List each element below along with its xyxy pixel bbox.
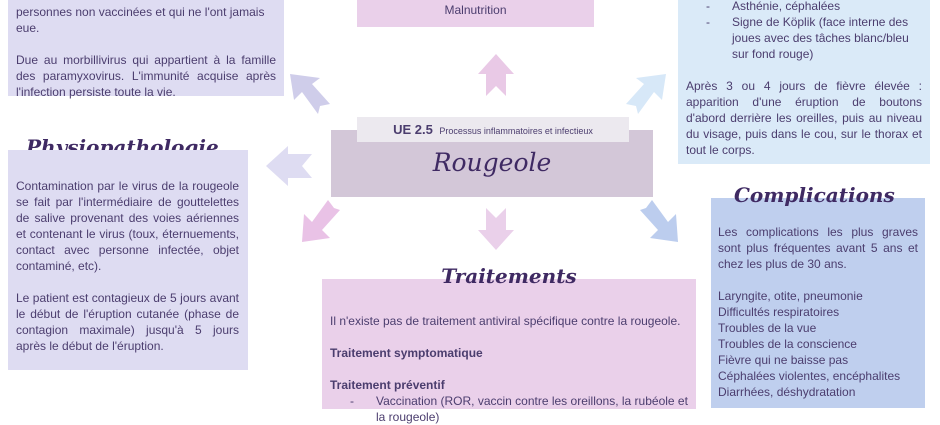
complication-item: Fièvre qui ne baisse pas [718, 353, 849, 367]
symptoms-list: Asthénie, céphalées Signe de Köplik (fac… [704, 0, 922, 62]
arrow-down-left-icon [302, 200, 340, 242]
symptoms-box: Asthénie, céphalées Signe de Köplik (fac… [678, 0, 930, 164]
traitement-symptomatique-heading: Traitement symptomatique [330, 346, 483, 360]
arrow-down-right-icon [640, 200, 678, 242]
physio-box: Contamination par le virus de la rougeol… [8, 150, 248, 370]
physio-paragraph-2: Le patient est contagieux de 5 jours ava… [16, 291, 239, 353]
ue-code: UE 2.5 [393, 122, 433, 137]
eruption-paragraph: Après 3 ou 4 jours de fièvre élevée : ap… [686, 79, 922, 157]
arrow-down-icon [478, 208, 514, 250]
symptom-item: Signe de Köplik (face interne des joues … [704, 14, 922, 62]
arrow-up-left-icon [290, 74, 330, 114]
complication-item: Céphalées violentes, encéphalites [718, 369, 901, 383]
causes-line-2: eue. [16, 21, 40, 35]
traitement-preventif-heading: Traitement préventif [330, 378, 445, 392]
ue-banner: UE 2.5 Processus inflammatoires et infec… [357, 117, 629, 142]
symptom-item: Asthénie, céphalées [704, 0, 922, 14]
complication-item: Diarrhées, déshydratation [718, 385, 856, 399]
complications-box: Les complications les plus graves sont p… [711, 198, 925, 408]
complication-item: Troubles de la vue [718, 321, 817, 335]
causes-box: personnes non vaccinées et qui ne l'ont … [8, 0, 284, 99]
complications-intro: Les complications les plus graves sont p… [718, 225, 918, 271]
ue-title: Processus inflammatoires et infectieux [439, 126, 593, 136]
malnutrition-text: Malnutrition [444, 3, 507, 17]
traitements-intro: Il n'existe pas de traitement antiviral … [330, 314, 681, 328]
complication-item: Difficultés respiratoires [718, 305, 840, 319]
preventif-list: Vaccination (ROR, vaccin contre les orei… [348, 393, 688, 425]
risk-factors-box: Malnutrition [357, 0, 594, 27]
complication-item: Laryngite, otite, pneumonie [718, 289, 863, 303]
disease-title: Rougeole [432, 148, 552, 177]
physio-paragraph-1: Contamination par le virus de la rougeol… [16, 179, 239, 273]
causes-paragraph: Due au morbillivirus qui appartient à la… [16, 53, 276, 99]
preventif-item: Vaccination (ROR, vaccin contre les orei… [348, 393, 688, 425]
arrow-up-icon [478, 54, 514, 96]
traitements-box: Il n'existe pas de traitement antiviral … [322, 279, 696, 424]
complications-list: Laryngite, otite, pneumonie Difficultés … [718, 288, 918, 400]
traitements-title: Traitements [441, 264, 577, 288]
causes-line-1: personnes non vaccinées et qui ne l'ont … [16, 5, 265, 19]
complication-item: Troubles de la conscience [718, 337, 857, 351]
complications-title: Complications [734, 183, 895, 207]
arrow-left-icon [266, 146, 312, 186]
arrow-up-right-icon [626, 74, 666, 114]
